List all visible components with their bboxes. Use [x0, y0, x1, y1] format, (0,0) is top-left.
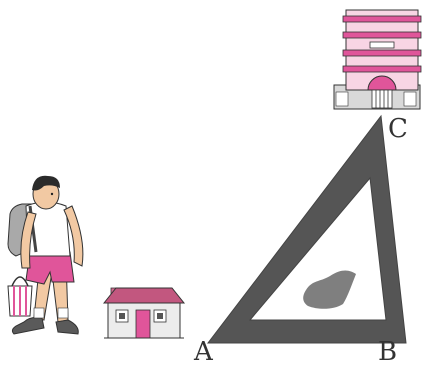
tall-building-icon — [334, 10, 421, 109]
vertex-label-b: B — [378, 339, 397, 365]
vertex-label-a: A — [194, 339, 213, 365]
student-walking-icon — [8, 176, 83, 334]
right-triangle-abc — [208, 116, 406, 343]
stain-shape — [303, 271, 356, 309]
small-house-icon — [104, 288, 184, 338]
vertex-label-c: C — [388, 116, 408, 142]
